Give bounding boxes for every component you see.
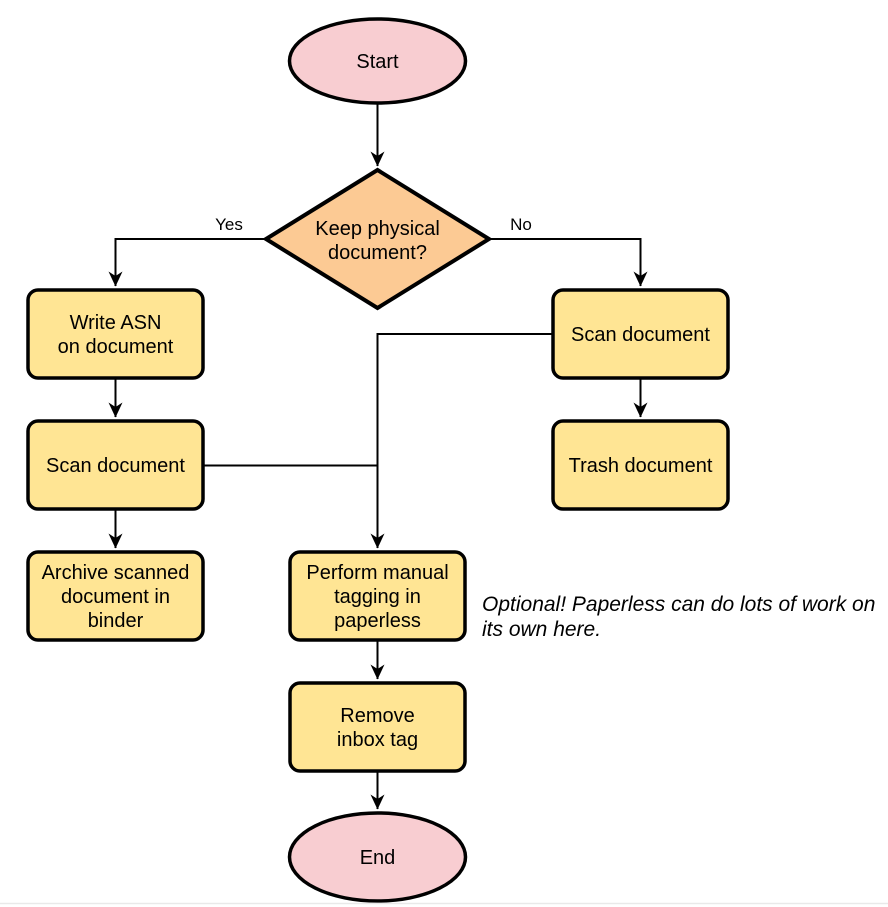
edge-decision-yes-to-write-asn: [108, 238, 266, 287]
start-label: Start: [356, 51, 399, 73]
node-trash: Trash document: [551, 419, 730, 511]
annotation-line1: Optional! Paperless can do lots of work …: [482, 593, 875, 616]
node-scan-left: Scan document: [26, 419, 205, 511]
end-ellipse: [287, 811, 468, 903]
write-asn-label-line2: on document: [58, 336, 174, 358]
edge-label-yes: Yes: [215, 215, 243, 234]
scan-left-label: Scan document: [46, 455, 185, 477]
decision-label-line2: document?: [328, 242, 427, 264]
trash-box: [551, 419, 730, 511]
tagging-label-line3: paperless: [334, 610, 421, 632]
archive-label-line3: binder: [88, 610, 144, 632]
node-decision: Keep physical document?: [262, 167, 493, 311]
tagging-label-line2: tagging in: [334, 586, 421, 608]
node-write-asn: Write ASN on document: [26, 288, 205, 380]
edge-label-no: No: [510, 215, 532, 234]
archive-label-line2: document in: [61, 586, 170, 608]
archive-box: [26, 550, 205, 642]
annotation-line2: its own here.: [482, 618, 601, 641]
edge-decision-no-to-scan-right: [489, 238, 648, 287]
tagging-box: [288, 550, 467, 642]
node-scan-right: Scan document: [551, 288, 730, 380]
edge-scan-right-to-tagging: [370, 333, 553, 549]
scan-left-box: [26, 419, 205, 511]
node-remove-inbox: Remove inbox tag: [288, 681, 467, 773]
node-end: End: [287, 811, 468, 903]
trash-label: Trash document: [569, 455, 713, 477]
start-ellipse: [287, 17, 468, 105]
end-label: End: [360, 847, 396, 869]
write-asn-label-line1: Write ASN: [70, 312, 162, 334]
remove-inbox-box: [288, 681, 467, 773]
annotation-note: Optional! Paperless can do lots of work …: [482, 593, 875, 641]
tagging-label-line1: Perform manual: [306, 562, 448, 584]
write-asn-box: [26, 288, 205, 380]
archive-label-line1: Archive scanned: [42, 562, 190, 584]
remove-inbox-label-line2: inbox tag: [337, 729, 418, 751]
node-archive: Archive scanned document in binder: [26, 550, 205, 642]
scan-right-label: Scan document: [571, 324, 710, 346]
decision-diamond: [262, 167, 493, 311]
decision-label-line1: Keep physical: [315, 218, 440, 240]
remove-inbox-label-line1: Remove: [340, 705, 414, 727]
node-tagging: Perform manual tagging in paperless: [288, 550, 467, 642]
node-start: Start: [287, 17, 468, 105]
scan-right-box: [551, 288, 730, 380]
